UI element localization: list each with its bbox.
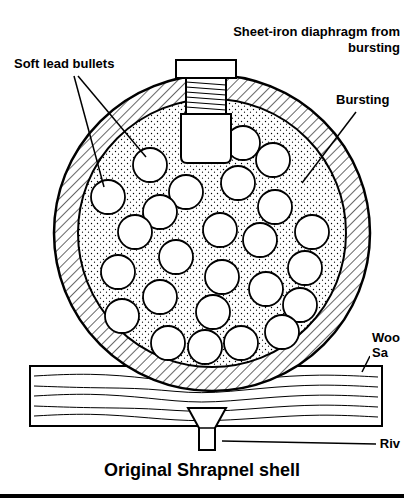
leader-lines xyxy=(74,76,376,444)
bottom-rule xyxy=(0,494,404,498)
fuse-plug xyxy=(176,60,236,163)
sabot-label: Sa xyxy=(370,345,390,361)
rivet xyxy=(188,408,226,450)
shell-casing xyxy=(54,75,370,391)
rivet-label: Riv xyxy=(378,436,402,452)
bullets-label: Soft lead bullets xyxy=(12,56,116,72)
diaphragm-label: Sheet-iron diaphragm from bursting xyxy=(224,24,402,56)
caption: Original Shrapnel shell xyxy=(0,460,404,481)
charge-label: Bursting xyxy=(334,92,391,108)
sabot-label: Woo xyxy=(370,330,402,346)
